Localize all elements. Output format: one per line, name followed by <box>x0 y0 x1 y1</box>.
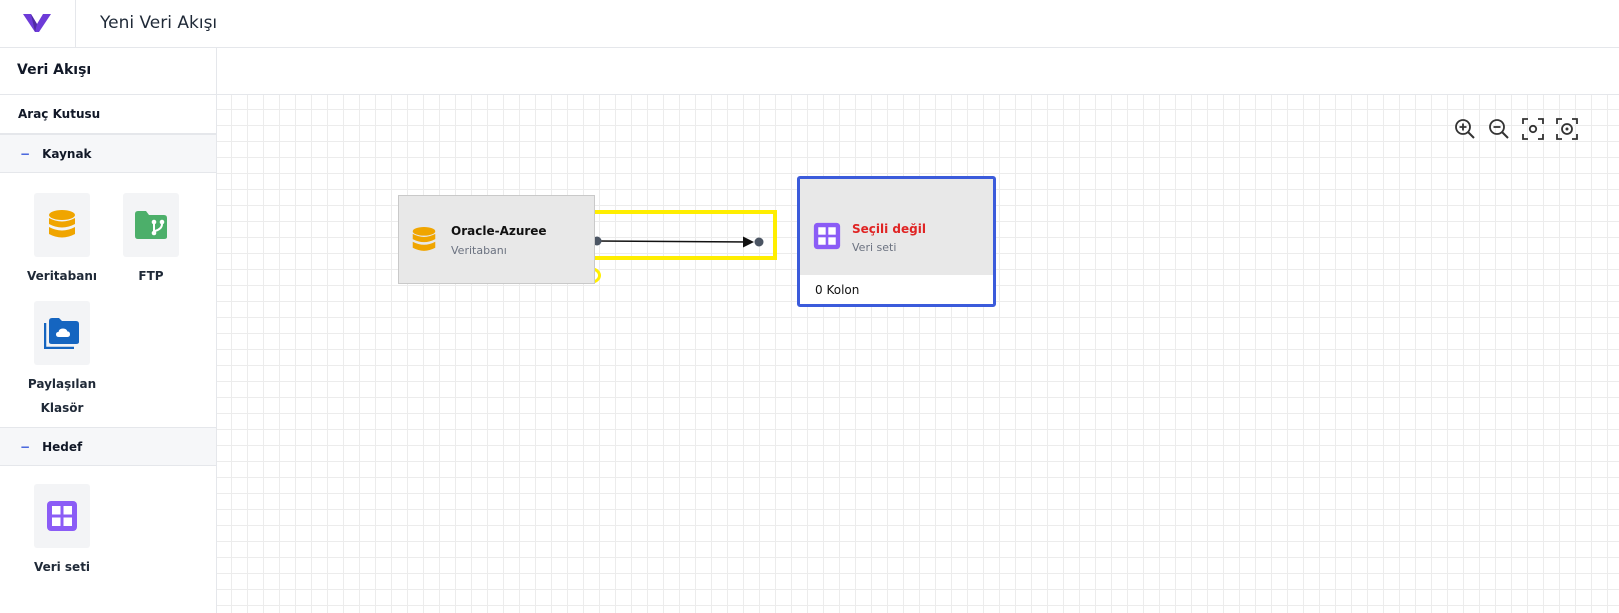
target-handle <box>754 237 764 247</box>
column-count: 0 Kolon <box>815 283 860 297</box>
node-dataset-target[interactable]: Seçili değil Veri seti 0 Kolon <box>797 176 996 307</box>
tool-veri-seti[interactable]: Veri seti <box>17 484 107 579</box>
main-toolbar-area <box>217 48 1619 95</box>
collapse-icon[interactable]: − <box>20 147 31 161</box>
ftp-folder-icon <box>135 211 167 239</box>
tool-tile[interactable] <box>123 193 179 257</box>
edge-highlight <box>577 210 777 260</box>
top-bar: Yeni Veri Akışı <box>0 0 1619 48</box>
sidebar-title: Veri Akışı <box>0 48 216 95</box>
group-label: Kaynak <box>42 147 92 161</box>
tool-label: Veritabanı <box>27 269 97 283</box>
page-title: Yeni Veri Akışı <box>100 13 218 33</box>
tool-tile[interactable] <box>34 193 90 257</box>
node-subtitle: Veritabanı <box>451 244 507 257</box>
shared-folder-icon <box>44 318 79 349</box>
database-icon <box>49 210 75 238</box>
tool-paylasilan-klasor[interactable]: Paylaşılan Klasör <box>17 301 107 420</box>
group-header-kaynak[interactable]: −Kaynak <box>0 134 216 173</box>
tool-veritabani[interactable]: Veritabanı <box>17 193 107 288</box>
flow-canvas[interactable]: Oracle-Azuree Veritabanı Seçili değil Ve… <box>217 95 1619 613</box>
group-header-hedef[interactable]: −Hedef <box>0 427 216 466</box>
group-label: Hedef <box>42 440 83 454</box>
collapse-icon[interactable]: − <box>20 440 31 454</box>
node-title: Seçili değil <box>852 222 926 236</box>
database-icon <box>412 227 436 251</box>
dataset-grid-icon <box>813 222 841 250</box>
tool-tile[interactable] <box>34 301 90 365</box>
reset-view-icon[interactable] <box>1555 117 1579 141</box>
tool-tile[interactable] <box>34 484 90 548</box>
tool-label: FTP <box>138 269 164 283</box>
tool-label: Veri seti <box>33 560 91 574</box>
logo[interactable] <box>0 0 76 47</box>
logo-v-icon <box>23 14 51 32</box>
zoom-controls <box>1453 117 1579 141</box>
sidebar: Veri Akışı Araç Kutusu −Kaynak Veritaban… <box>0 48 217 613</box>
toolbox-title: Araç Kutusu <box>0 95 216 134</box>
dataset-grid-icon <box>47 501 77 531</box>
tool-label: Paylaşılan Klasör <box>27 377 97 415</box>
tool-ftp[interactable]: FTP <box>106 193 196 288</box>
zoom-out-icon[interactable] <box>1487 117 1511 141</box>
node-oracle-azuree[interactable]: Oracle-Azuree Veritabanı <box>398 195 595 284</box>
node-subtitle: Veri seti <box>852 241 897 254</box>
fit-view-icon[interactable] <box>1521 117 1545 141</box>
zoom-in-icon[interactable] <box>1453 117 1477 141</box>
node-title: Oracle-Azuree <box>451 224 547 238</box>
